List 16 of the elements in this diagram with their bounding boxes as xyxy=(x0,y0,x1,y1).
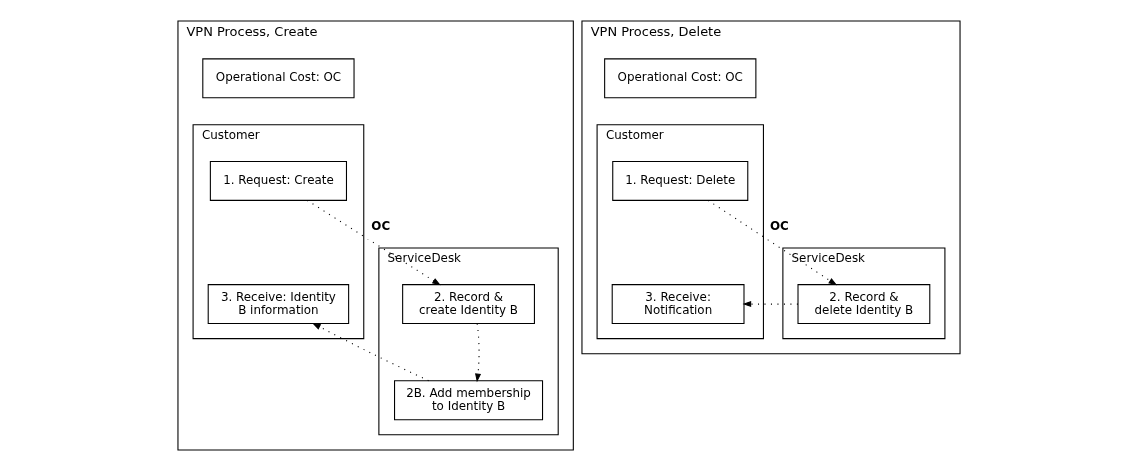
node-box: 3. Receive: Identity B information xyxy=(207,284,350,325)
node-box: 3. Receive: Notification xyxy=(611,284,745,325)
arrow xyxy=(306,199,441,286)
node-box: 2B. Add membership to Identity B xyxy=(394,380,544,421)
edge-label: OC xyxy=(371,219,391,234)
arrow xyxy=(707,199,838,286)
node-box: 1. Request: Create xyxy=(209,160,348,201)
edge-label: OC xyxy=(769,219,789,234)
node-box: 2. Record & delete Identity B xyxy=(797,284,931,325)
node-box: 1. Request: Delete xyxy=(612,160,749,201)
arrow xyxy=(312,322,430,382)
arrow xyxy=(742,301,799,308)
node-box: 2. Record & create Identity B xyxy=(402,284,535,325)
node-box: Operational Cost: OC xyxy=(202,58,355,99)
node-box: Operational Cost: OC xyxy=(604,58,757,99)
arrow xyxy=(475,323,482,383)
